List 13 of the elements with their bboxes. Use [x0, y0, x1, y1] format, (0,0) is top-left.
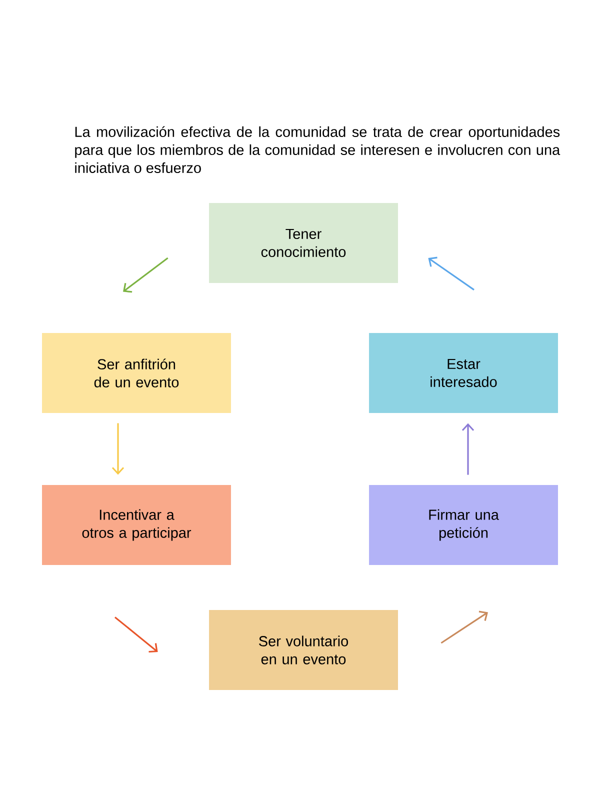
arrow [462, 423, 474, 475]
arrow [428, 256, 474, 290]
arrow [440, 610, 488, 644]
step-box: Estar interesado [369, 333, 558, 413]
intro-paragraph: La movilización efectiva de la comunidad se trata de crear oportunidades para que los miembros de la comunidad se interesen e involucren con una iniciativa o esfuerzo [75, 126, 560, 174]
arrow [114, 616, 158, 653]
arrow [123, 257, 168, 293]
step-box: Tener conocimiento [209, 203, 398, 283]
step-box: Ser voluntario en un evento [209, 610, 398, 690]
step-box: Incentivar a otros a participar [42, 485, 231, 565]
step-box: Firmar una petición [369, 485, 558, 565]
step-box: Ser anfitrión de un evento [42, 333, 231, 413]
arrow [112, 423, 124, 475]
